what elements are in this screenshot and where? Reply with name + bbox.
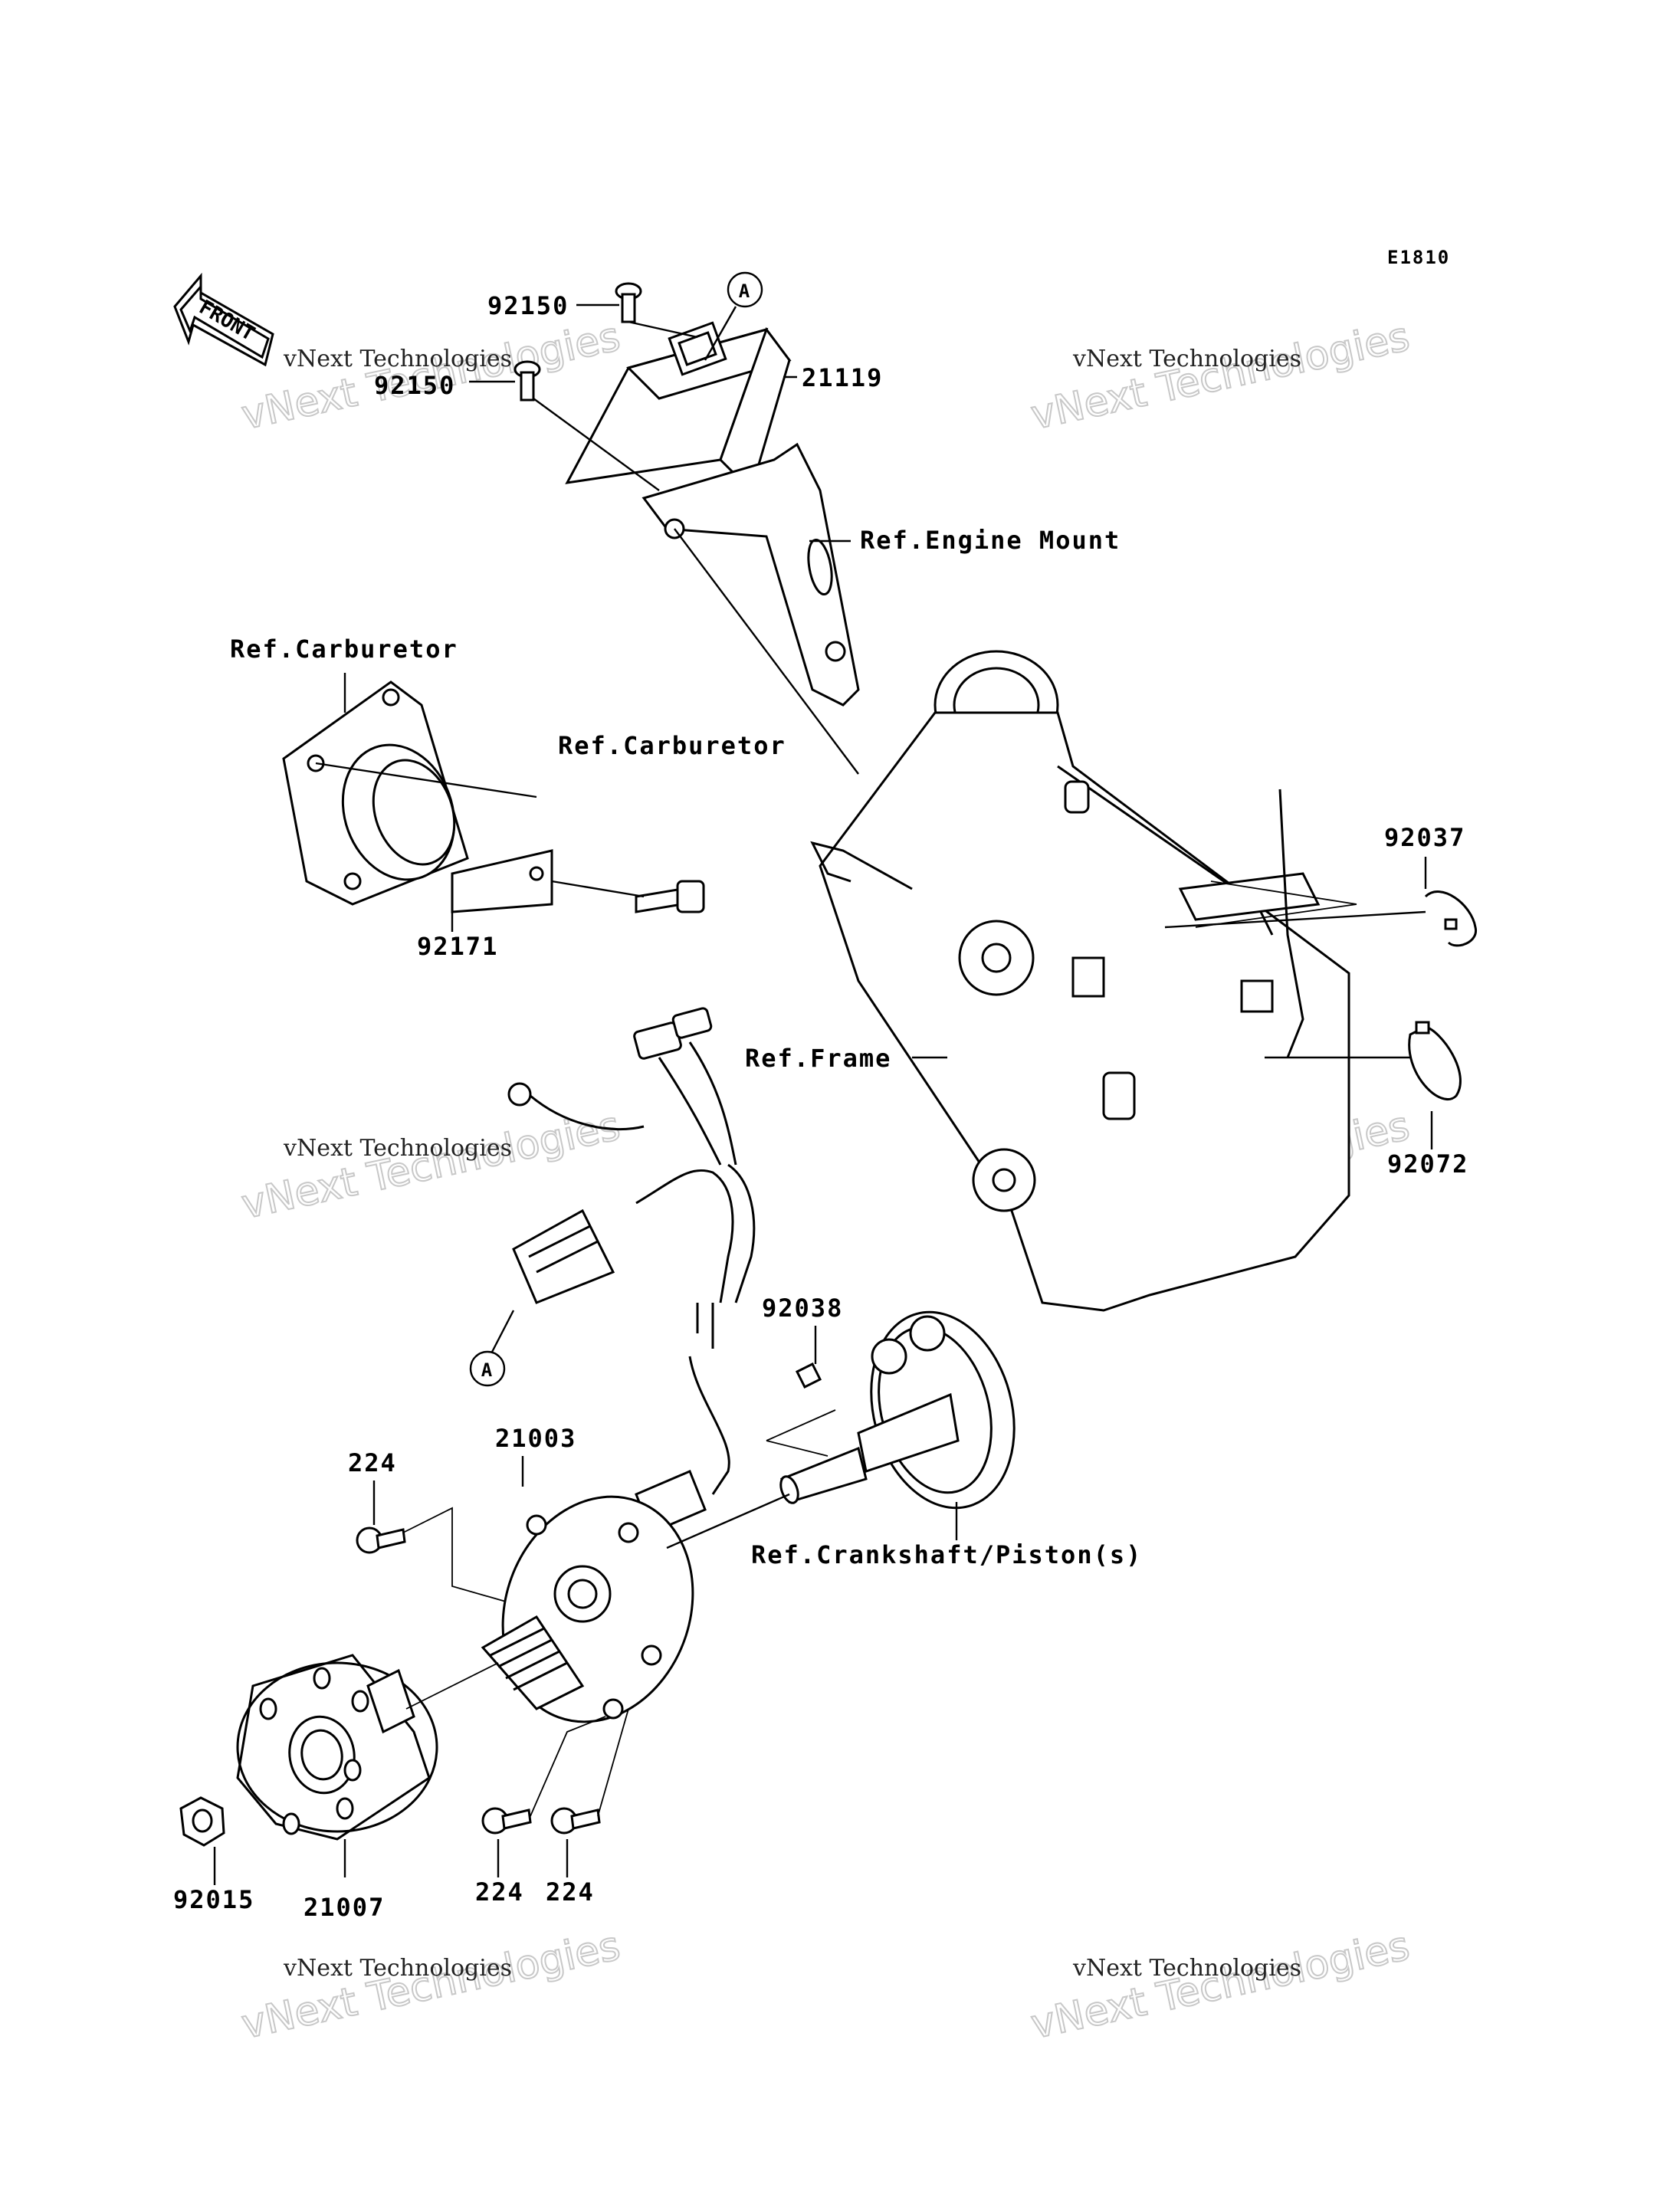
callout-92150-left: 92150 (374, 371, 455, 400)
screw-224-right (550, 1807, 601, 1835)
svg-text:vNext Technologies: vNext Technologies (238, 1923, 624, 2048)
watermark-bottom-left: vNext Technologies vNext Technologies (237, 1923, 625, 2049)
callout-224-right: 224 (546, 1877, 595, 1907)
svg-text:vNext Technologies: vNext Technologies (1072, 346, 1301, 372)
svg-text:A: A (739, 280, 751, 302)
watermark-top-right: vNext Technologies vNext Technologies (1026, 313, 1414, 440)
svg-text:A: A (481, 1359, 494, 1381)
callout-21007: 21007 (304, 1893, 385, 1922)
svg-text:vNext Technologies: vNext Technologies (1072, 1955, 1301, 1982)
callout-92171: 92171 (417, 932, 498, 961)
svg-text:vNext Technologies: vNext Technologies (283, 1135, 512, 1162)
screw-224-left (481, 1807, 532, 1835)
leader-lines (213, 303, 1433, 1885)
callout-224-left: 224 (475, 1877, 524, 1907)
screw-224-top (356, 1526, 406, 1554)
nut-92015 (179, 1796, 225, 1847)
watermark-bottom-right: vNext Technologies vNext Technologies (1026, 1923, 1414, 2049)
svg-text:vNext Technologies: vNext Technologies (283, 1955, 512, 1982)
cdi-unit (565, 321, 860, 707)
callout-92038: 92038 (762, 1294, 843, 1323)
svg-text:vNext Technologies: vNext Technologies (1027, 1923, 1413, 2048)
clamp-92072 (1408, 1021, 1462, 1100)
connector-marker-a-top: A (727, 271, 763, 308)
svg-text:vNext Technologies: vNext Technologies (238, 1103, 624, 1228)
callout-frame: Ref.Frame (745, 1044, 891, 1073)
callout-carburetor-mid: Ref.Carburetor (558, 731, 786, 760)
connector-marker-a-bottom: A (469, 1350, 506, 1387)
frame (810, 650, 1350, 1312)
watermark-mid-left: vNext Technologies vNext Technologies (237, 1103, 625, 1229)
diagram-code: E1810 (1387, 247, 1450, 268)
carburetor-insulator (282, 680, 469, 906)
bolt-92150-top (615, 282, 642, 323)
callout-224-top: 224 (348, 1448, 397, 1477)
stator-21003 (481, 1495, 694, 1723)
callout-crankshaft-piston: Ref.Crankshaft/Piston(s) (751, 1540, 1142, 1569)
carburetor-bolt (635, 880, 705, 913)
callout-92072: 92072 (1387, 1149, 1468, 1179)
callout-92037: 92037 (1384, 823, 1465, 852)
svg-text:vNext Technologies: vNext Technologies (283, 346, 512, 372)
front-arrow-icon: FRONT (173, 272, 274, 367)
callout-92150-top: 92150 (487, 291, 569, 320)
callout-carburetor-top: Ref.Carburetor (230, 635, 458, 664)
callout-21003: 21003 (495, 1424, 576, 1453)
clamp-92037 (1424, 890, 1477, 947)
bolt-92150-left (514, 360, 541, 402)
callout-92015: 92015 (173, 1885, 254, 1914)
callout-21119: 21119 (802, 363, 883, 392)
callout-engine-mount: Ref.Engine Mount (860, 526, 1121, 555)
band-92171 (451, 849, 553, 913)
wiring-harness (507, 1007, 756, 1556)
crankshaft (779, 1310, 1016, 1510)
key-92038 (795, 1362, 822, 1389)
svg-text:vNext Technologies: vNext Technologies (1027, 314, 1413, 439)
flywheel-21007 (236, 1654, 438, 1841)
